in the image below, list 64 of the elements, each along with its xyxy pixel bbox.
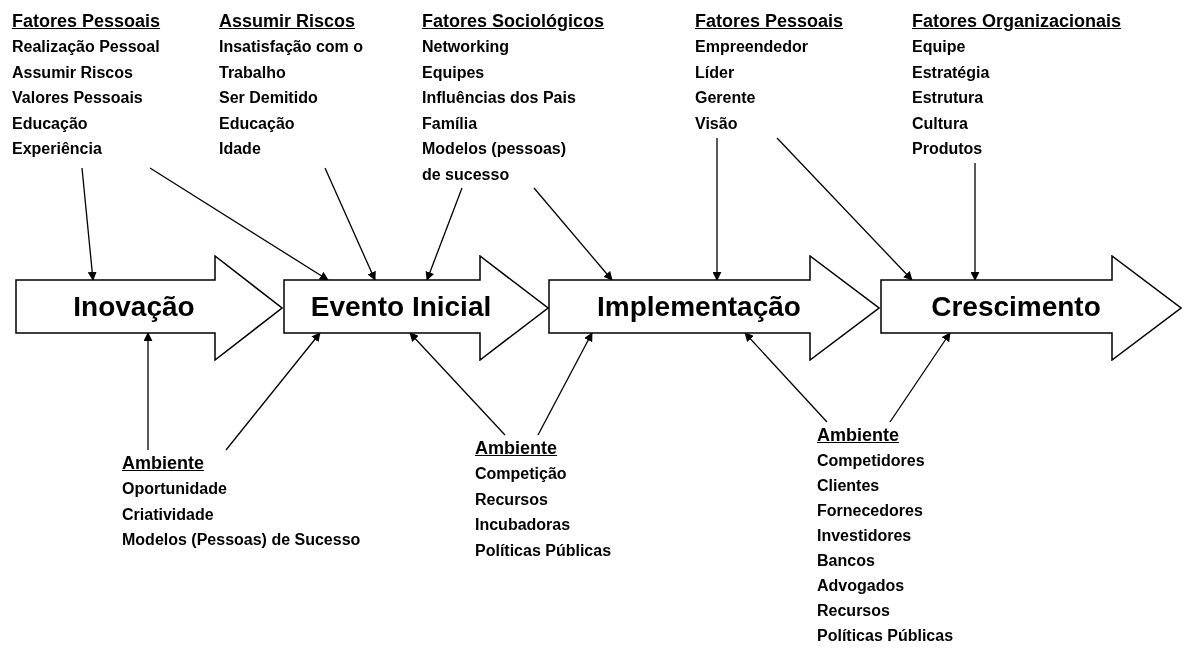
- arrow: [533, 187, 613, 281]
- arrow: [324, 167, 376, 281]
- stage-label: Inovação: [72, 289, 196, 324]
- arrow: [81, 167, 97, 281]
- stage-label: Crescimento: [930, 289, 1102, 324]
- list-item: Educação: [219, 113, 296, 134]
- list-item: Líder: [695, 62, 736, 83]
- list-item: Modelos (pessoas) de sucesso: [422, 139, 568, 185]
- arrow: [776, 137, 913, 281]
- group-heading: Fatores Pessoais: [695, 10, 844, 33]
- list-item: Clientes: [817, 476, 881, 496]
- list-item: Educação: [12, 113, 89, 134]
- list-item: Valores Pessoais: [12, 88, 144, 108]
- list-item: Equipes: [422, 62, 486, 83]
- list-item: Bancos: [817, 551, 876, 571]
- list-item: Gerente: [695, 88, 757, 108]
- list-item: Oportunidade: [122, 479, 228, 499]
- list-item: Recursos: [817, 601, 891, 621]
- list-item: Cultura: [912, 113, 969, 134]
- group-heading: Fatores Organizacionais: [912, 10, 1122, 33]
- group-heading: Ambiente: [817, 424, 899, 447]
- list-item: Visão: [695, 113, 739, 134]
- arrow: [970, 162, 980, 281]
- group-heading: Assumir Riscos: [219, 10, 356, 33]
- list-item: Advogados: [817, 576, 906, 596]
- list-item: Insatisfação com o Trabalho: [219, 37, 365, 83]
- group-heading: Ambiente: [122, 452, 204, 475]
- list-item: Estrutura: [912, 88, 985, 108]
- list-item: Equipe: [912, 37, 967, 57]
- list-item: Experiência: [12, 139, 103, 159]
- arrow: [537, 332, 593, 436]
- list-item: Assumir Riscos: [12, 62, 134, 83]
- stage-label: Evento Inicial: [309, 289, 493, 324]
- arrow: [225, 332, 321, 451]
- list-item: Idade: [219, 139, 262, 159]
- arrow: [143, 332, 153, 451]
- list-item: Influências dos Pais: [422, 88, 577, 108]
- arrow: [744, 332, 828, 423]
- list-item: Políticas Públicas: [475, 540, 613, 561]
- list-item: Investidores: [817, 526, 913, 546]
- list-item: Modelos (Pessoas) de Sucesso: [122, 530, 362, 550]
- list-item: Realização Pessoal: [12, 37, 161, 57]
- arrow: [889, 332, 951, 423]
- group-heading: Fatores Sociológicos: [422, 10, 605, 33]
- list-item: Família: [422, 113, 479, 134]
- list-item: Empreendedor: [695, 37, 809, 57]
- group-heading: Ambiente: [475, 437, 557, 460]
- list-item: Produtos: [912, 139, 984, 159]
- arrow: [425, 187, 463, 281]
- arrow: [409, 332, 506, 436]
- arrow: [149, 167, 329, 281]
- list-item: Incubadoras: [475, 515, 572, 535]
- list-item: Estratégia: [912, 62, 991, 83]
- list-item: Networking: [422, 37, 511, 57]
- list-item: Recursos: [475, 489, 549, 510]
- group-heading: Fatores Pessoais: [12, 10, 161, 33]
- stage-label: Implementação: [596, 289, 802, 324]
- list-item: Ser Demitido: [219, 88, 319, 108]
- list-item: Fornecedores: [817, 501, 924, 521]
- list-item: Competição: [475, 464, 568, 484]
- list-item: Criatividade: [122, 504, 215, 525]
- list-item: Políticas Públicas: [817, 626, 955, 646]
- arrow: [712, 137, 722, 281]
- list-item: Competidores: [817, 451, 926, 471]
